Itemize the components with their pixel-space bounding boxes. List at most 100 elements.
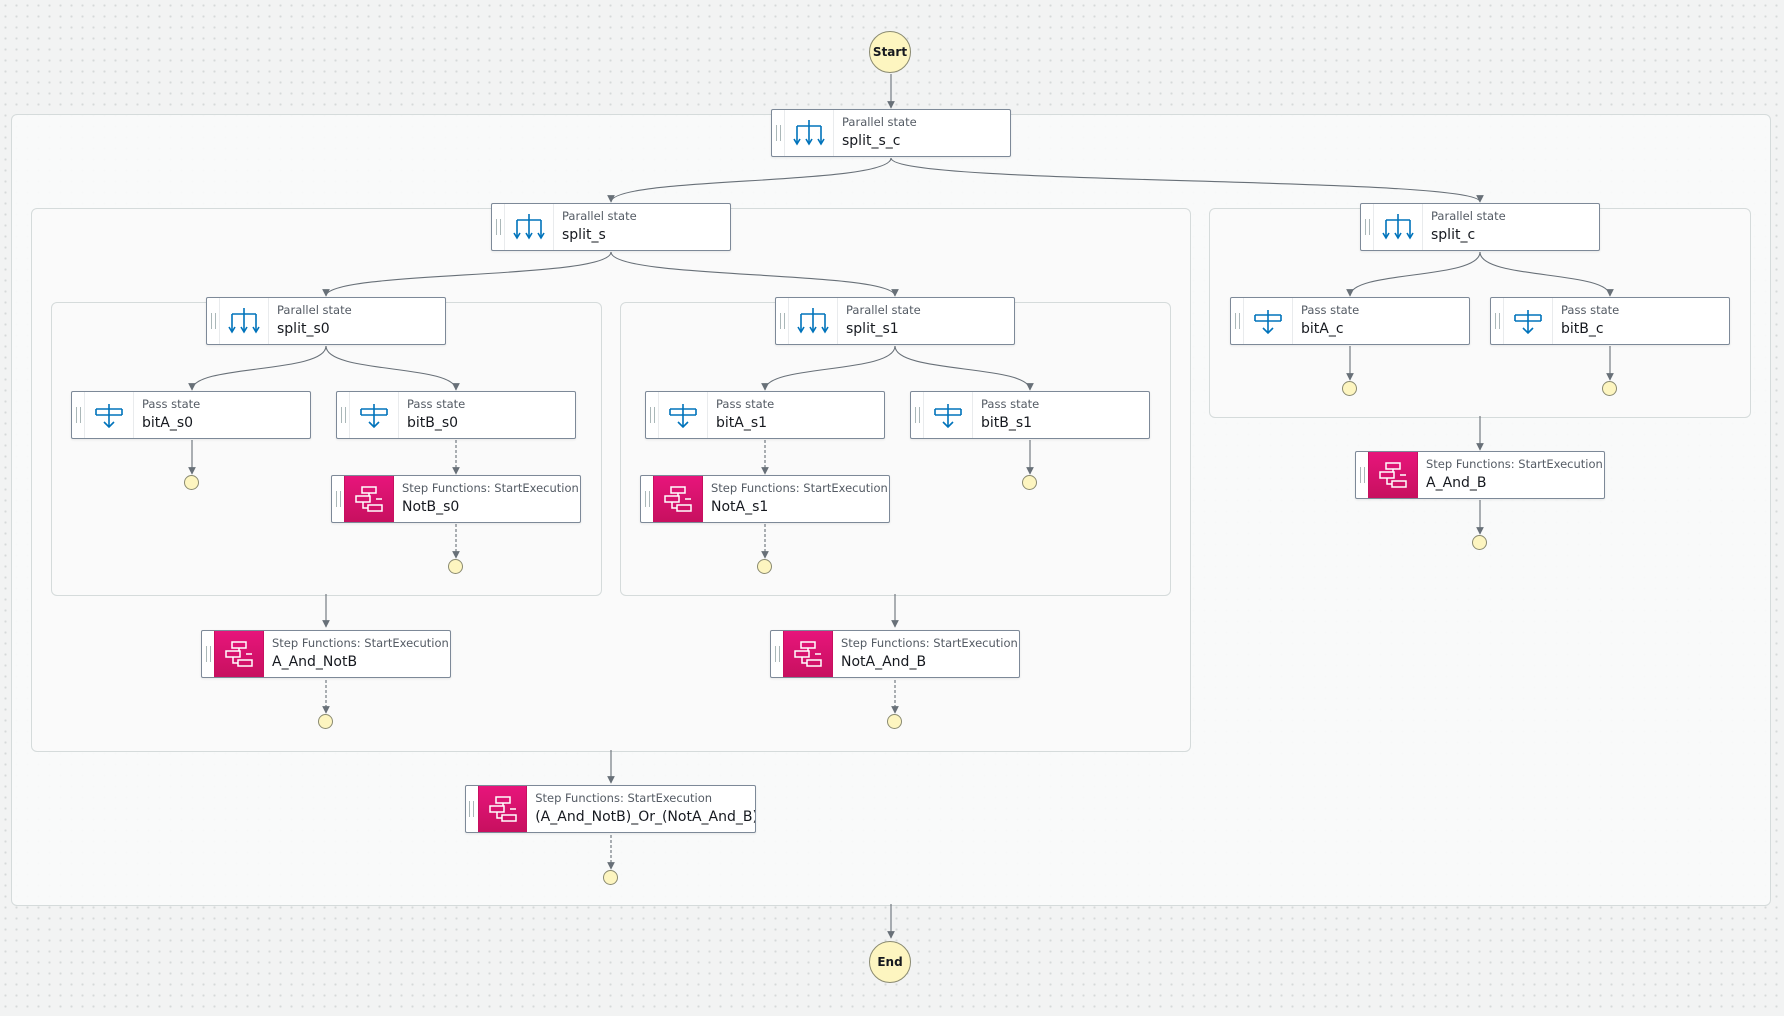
edge-split_s_c-split_c xyxy=(890,157,1484,203)
state-type: Step Functions: StartExecution xyxy=(711,481,888,495)
drag-handle[interactable] xyxy=(337,392,349,438)
branch-end-Or xyxy=(603,870,618,885)
branch-end-A_And_B xyxy=(1472,535,1487,550)
pass-state-icon xyxy=(84,392,134,438)
edge-split_s1-bitB_s1 xyxy=(894,345,1034,391)
state-name: bitA_s1 xyxy=(716,415,768,431)
state-name: A_And_NotB xyxy=(272,654,358,670)
step-functions-icon xyxy=(344,476,394,522)
drag-handle[interactable] xyxy=(641,476,653,522)
parallel-state-icon xyxy=(784,110,834,156)
edge-split_c-bitA_c xyxy=(1346,251,1481,297)
state-type: Step Functions: StartExecution xyxy=(535,791,713,805)
step-functions-icon xyxy=(783,631,833,677)
state-type: Step Functions: StartExecution xyxy=(272,636,449,650)
drag-handle[interactable] xyxy=(771,631,783,677)
branch-end-bitB_c xyxy=(1602,381,1617,396)
state-name: bitA_c xyxy=(1301,321,1344,337)
state-type: Parallel state xyxy=(1431,209,1506,223)
branch-end-NotA_And_B xyxy=(887,714,902,729)
parallel-group-split_s0 xyxy=(51,302,602,596)
state-name: NotA_s1 xyxy=(711,499,769,515)
edge-split_s-split_s1 xyxy=(610,251,899,297)
step-functions-icon xyxy=(477,786,528,832)
state-split_c[interactable]: Parallel state split_c xyxy=(1360,203,1600,251)
state-type: Step Functions: StartExecution xyxy=(1426,457,1603,471)
branch-end-bitB_s1 xyxy=(1022,475,1037,490)
drag-handle[interactable] xyxy=(466,786,478,832)
state-bitA_c[interactable]: Pass state bitA_c xyxy=(1230,297,1470,345)
parallel-state-icon xyxy=(788,298,838,344)
pass-state-icon xyxy=(349,392,399,438)
branch-end-NotA_s1 xyxy=(757,559,772,574)
drag-handle[interactable] xyxy=(72,392,84,438)
state-name: split_c xyxy=(1431,227,1476,243)
end-label: End xyxy=(877,955,903,969)
edge-split_s-split_s0 xyxy=(322,251,612,297)
pass-state-icon xyxy=(923,392,973,438)
pass-state-icon xyxy=(1503,298,1553,344)
state-name: bitB_c xyxy=(1561,321,1604,337)
parallel-state-icon xyxy=(219,298,269,344)
state-name: (A_And_NotB)_Or_(NotA_And_B) xyxy=(535,809,756,825)
drag-handle[interactable] xyxy=(492,204,504,250)
state-type: Parallel state xyxy=(846,303,921,317)
end-node[interactable]: End xyxy=(869,941,911,983)
drag-handle[interactable] xyxy=(332,476,344,522)
branch-end-bitA_s0 xyxy=(184,475,199,490)
edge-split_c-bitB_c xyxy=(1479,251,1614,297)
state-name: NotB_s0 xyxy=(402,499,460,515)
parallel-group-split_s1 xyxy=(620,302,1171,596)
state-name: split_s1 xyxy=(846,321,899,337)
state-type: Step Functions: StartExecution xyxy=(402,481,579,495)
state-name: bitB_s0 xyxy=(407,415,459,431)
drag-handle[interactable] xyxy=(1491,298,1503,344)
state-type: Pass state xyxy=(1301,303,1360,317)
parallel-state-icon xyxy=(1373,204,1423,250)
state-type: Pass state xyxy=(1561,303,1620,317)
parallel-state-icon xyxy=(504,204,554,250)
state-type: Step Functions: StartExecution xyxy=(841,636,1018,650)
branch-end-NotB_s0 xyxy=(448,559,463,574)
state-name: A_And_B xyxy=(1426,475,1487,491)
drag-handle[interactable] xyxy=(911,392,923,438)
start-node[interactable]: Start xyxy=(869,31,911,73)
state-name: split_s xyxy=(562,227,606,243)
edge-split_s0-bitB_s0 xyxy=(325,345,460,391)
state-type: Pass state xyxy=(407,397,466,411)
drag-handle[interactable] xyxy=(1361,204,1373,250)
drag-handle[interactable] xyxy=(202,631,214,677)
drag-handle[interactable] xyxy=(776,298,788,344)
branch-end-A_And_NotB xyxy=(318,714,333,729)
drag-handle[interactable] xyxy=(1356,452,1368,498)
state-bitB_s1[interactable]: Pass state bitB_s1 xyxy=(910,391,1150,439)
branch-end-bitA_c xyxy=(1342,381,1357,396)
drag-handle[interactable] xyxy=(646,392,658,438)
pass-state-icon xyxy=(1243,298,1293,344)
drag-handle[interactable] xyxy=(1231,298,1243,344)
state-type: Pass state xyxy=(981,397,1040,411)
state-bitB_s0[interactable]: Pass state bitB_s0 xyxy=(336,391,576,439)
state-name: bitB_s1 xyxy=(981,415,1033,431)
drag-handle[interactable] xyxy=(772,110,784,156)
state-type: Parallel state xyxy=(842,115,917,129)
step-functions-icon xyxy=(214,631,264,677)
state-bitB_c[interactable]: Pass state bitB_c xyxy=(1490,297,1730,345)
edge-split_s1-bitA_s1 xyxy=(761,345,896,391)
state-A_And_NotB_Or_NotA_And_B[interactable]: Step Functions: StartExecution (A_And_Not… xyxy=(465,785,756,833)
state-split_s1[interactable]: Parallel state split_s1 xyxy=(775,297,1015,345)
state-name: NotA_And_B xyxy=(841,654,927,670)
drag-handle[interactable] xyxy=(207,298,219,344)
pass-state-icon xyxy=(658,392,708,438)
